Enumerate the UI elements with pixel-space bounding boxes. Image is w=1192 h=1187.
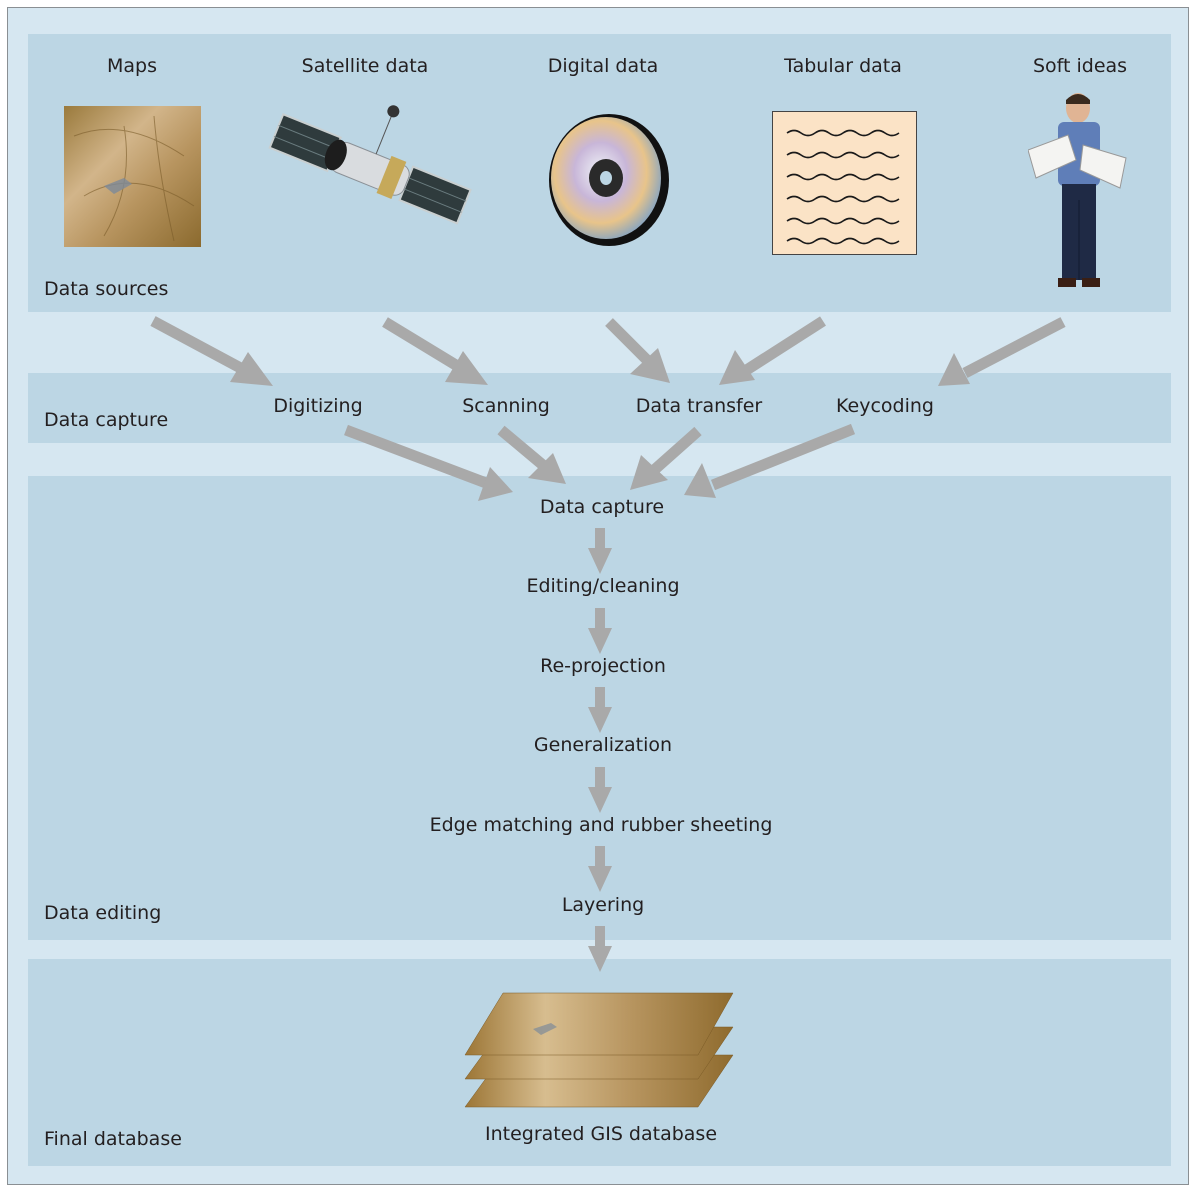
arrow-editing-to-reprojection bbox=[588, 608, 612, 654]
integrated-gis-caption: Integrated GIS database bbox=[484, 1123, 718, 1145]
source-label-tabular: Tabular data bbox=[784, 55, 902, 77]
arrow-satellite-to-scanning bbox=[382, 317, 488, 385]
arrow-edge-matching-to-layering bbox=[588, 846, 612, 892]
method-label-digitizing: Digitizing bbox=[273, 395, 363, 417]
method-label-keycoding: Keycoding bbox=[836, 395, 934, 417]
satellite-image bbox=[268, 105, 472, 225]
band-label-final-database: Final database bbox=[44, 1128, 182, 1150]
data-capture-band: Digitizing Scanning Data transfer Keycod… bbox=[28, 373, 1171, 443]
person-reading-image bbox=[1028, 93, 1127, 287]
step-editing-cleaning: Editing/cleaning bbox=[526, 575, 680, 597]
step-generalization: Generalization bbox=[533, 734, 673, 756]
arrow-scanning-to-capture bbox=[497, 425, 566, 484]
tabular-sheet-image bbox=[772, 111, 917, 255]
source-label-satellite: Satellite data bbox=[301, 55, 429, 77]
arrow-generalization-to-edge-matching bbox=[588, 767, 612, 813]
diagram-frame: Maps Satellite data Digital data Tabular… bbox=[7, 7, 1189, 1185]
cd-image bbox=[549, 114, 669, 246]
method-label-scanning: Scanning bbox=[462, 395, 550, 417]
arrow-tabular-to-data-transfer bbox=[719, 316, 826, 385]
step-re-projection: Re-projection bbox=[540, 655, 666, 677]
arrow-soft-ideas-to-keycoding bbox=[938, 317, 1066, 386]
method-label-data-transfer: Data transfer bbox=[635, 395, 763, 417]
source-label-soft-ideas: Soft ideas bbox=[1032, 55, 1128, 77]
data-sources-band: Maps Satellite data Digital data Tabular… bbox=[28, 34, 1171, 312]
arrow-capture-to-editing bbox=[588, 528, 612, 574]
map-image bbox=[64, 106, 201, 247]
step-edge-matching: Edge matching and rubber sheeting bbox=[429, 814, 773, 836]
arrows-layer bbox=[150, 316, 1066, 972]
arrow-data-transfer-to-capture bbox=[630, 426, 702, 490]
band-label-data-editing: Data editing bbox=[44, 902, 162, 924]
arrow-layering-to-database bbox=[588, 926, 612, 972]
arrow-reprojection-to-generalization bbox=[588, 687, 612, 733]
band-label-data-sources: Data sources bbox=[44, 278, 169, 300]
arrow-digitizing-to-capture bbox=[344, 424, 513, 501]
source-label-maps: Maps bbox=[107, 55, 157, 77]
step-data-capture: Data capture bbox=[539, 496, 665, 518]
final-database-band: Integrated GIS database Final database bbox=[28, 959, 1171, 1166]
band-label-data-capture: Data capture bbox=[44, 409, 169, 431]
arrow-digital-to-data-transfer bbox=[605, 318, 670, 383]
step-layering: Layering bbox=[561, 894, 645, 916]
arrow-maps-to-digitizing bbox=[150, 316, 273, 386]
arrow-keycoding-to-capture bbox=[684, 423, 856, 498]
layered-map-image bbox=[464, 992, 734, 1108]
source-label-digital: Digital data bbox=[547, 55, 659, 77]
